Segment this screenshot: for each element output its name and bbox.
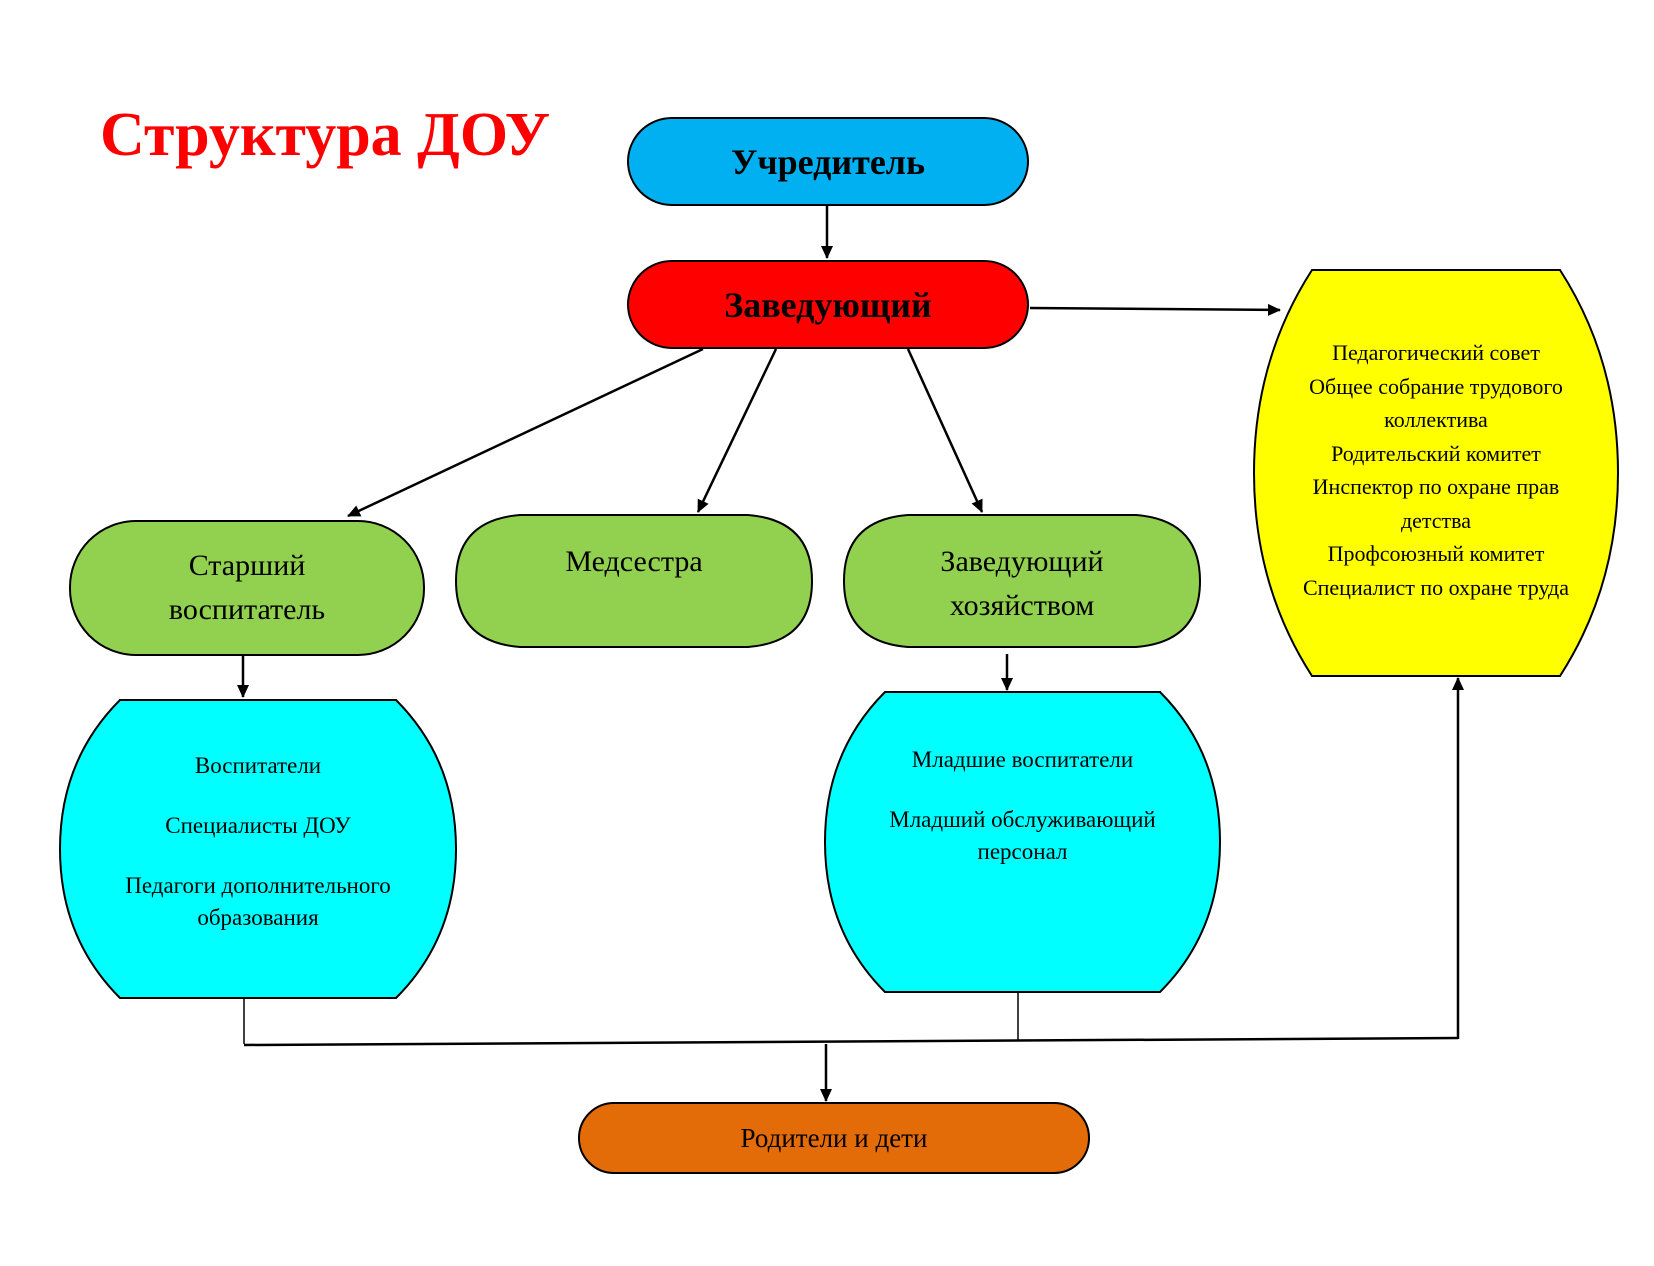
councils-item: Специалист по охране труда [1302,574,1570,600]
nurse-node-shape [454,514,814,648]
parents-label: Родители и дети [740,1122,928,1153]
household-manager-node-shape [842,514,1202,648]
councils-item: Инспектор по охране прав [1312,474,1560,499]
arrow-head-to-household-manager [906,348,984,513]
junior-staff-group-node-shape [823,691,1222,993]
councils-item: детства [1400,507,1472,533]
teachers-group-node-shape [58,699,458,999]
founder-node: Учредитель [628,118,1028,205]
teachers-group-item: Педагоги дополнительного [125,873,391,898]
junior-staff-group-item: Младший обслуживающий [889,807,1156,832]
page-title: Структура ДОУ [100,101,551,169]
senior-teacher-node-shape [69,520,425,656]
junior-staff-group-node: Младшие воспитатели Младший обслуживающи… [825,744,1220,868]
councils-item: Общее собрание трудового [1309,373,1563,399]
founder-label: Учредитель [730,141,926,182]
founder-node-shape [627,117,1029,206]
head-label: Заведующий [724,284,932,325]
junior-staff-group-item: Младшие воспитатели [911,747,1134,772]
teachers-group-item: образования [197,905,319,930]
head-node-shape [627,260,1029,349]
teachers-group-node: Воспитатели Специалисты ДОУ Педагоги доп… [60,750,456,934]
councils-item: Родительский комитет [1331,440,1541,466]
parents-node: Родители и дети [579,1103,1089,1173]
arrow-head-to-senior-teacher [347,347,704,518]
junior-staff-group-item: персонал [977,839,1068,864]
nurse-label: Медсестра [565,545,703,578]
household-manager-node: Заведующий хозяйством [844,540,1200,628]
teachers-group-item: Специалисты ДОУ [165,813,351,838]
councils-item: Педагогический совет [1332,340,1540,365]
councils-item: коллектива [1384,407,1488,432]
head-node: Заведующий [628,261,1028,348]
teachers-group-item: Воспитатели [194,753,322,778]
arrow-head-to-nurse [696,348,778,513]
line-bottom-bus [243,1036,1459,1047]
councils-item: Профсоюзный комитет [1327,541,1545,566]
arrow-head-to-councils [1029,303,1281,316]
senior-teacher-label-line: Старший [188,549,306,582]
household-manager-label-line: хозяйством [949,589,1095,622]
parents-node-shape [578,1102,1090,1174]
senior-teacher-label-line: воспитатель [168,593,326,626]
councils-node: Педагогический совет Общее собрание труд… [1254,336,1618,604]
nurse-node: Медсестра [456,540,812,584]
household-manager-label-line: Заведующий [940,545,1104,578]
councils-node-shape [1252,269,1620,677]
senior-teacher-node: Старший воспитатель [70,521,424,655]
